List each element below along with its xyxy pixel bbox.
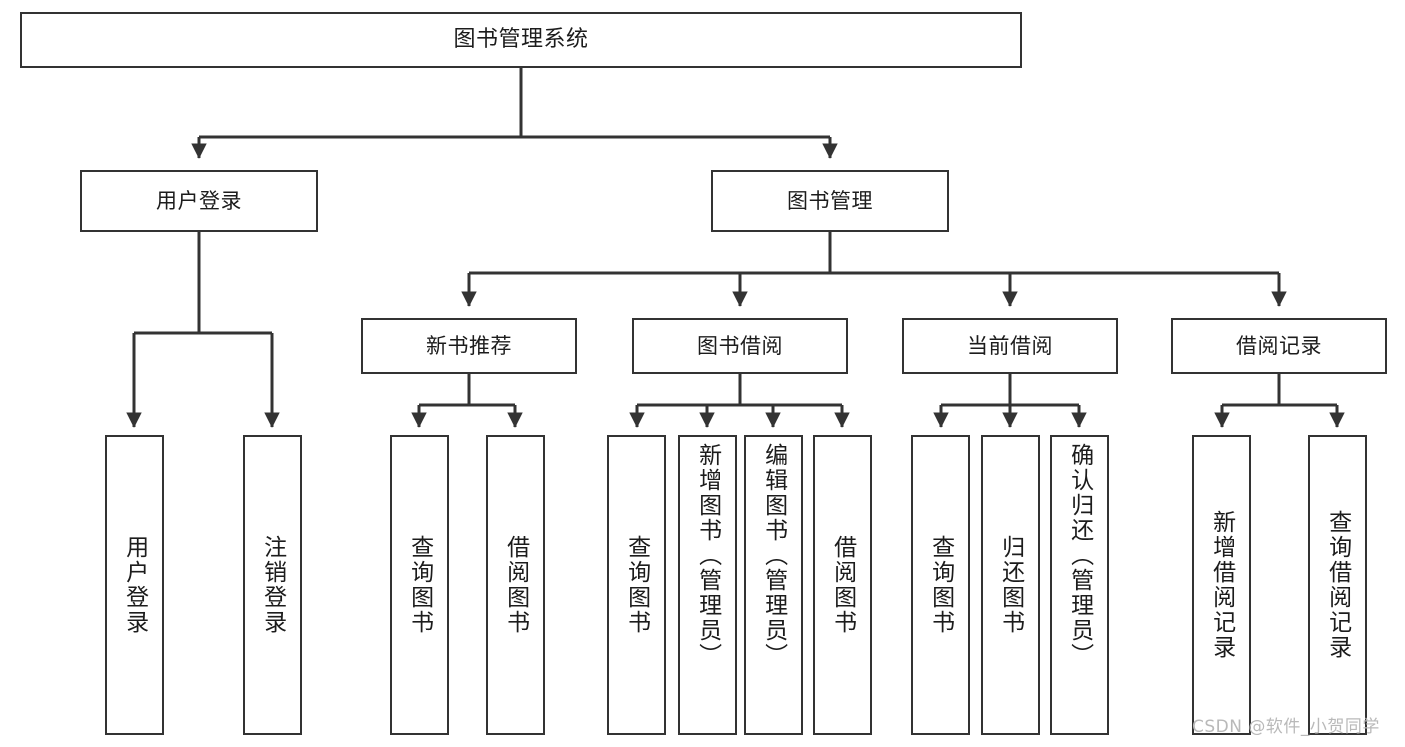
node-current-borrow[interactable]: 当前借阅	[902, 318, 1118, 374]
leaf-query-book-current[interactable]: 查询图书	[911, 435, 970, 735]
node-label: 归还图书	[997, 535, 1024, 635]
leaf-confirm-return-admin[interactable]: 确认归还（管理员）	[1050, 435, 1109, 735]
node-label: 借阅图书	[829, 535, 856, 635]
node-label: 借阅记录	[1236, 333, 1322, 358]
node-label: 查询图书	[927, 535, 954, 635]
leaf-edit-book-admin[interactable]: 编辑图书（管理员）	[744, 435, 803, 735]
leaf-add-book-admin[interactable]: 新增图书（管理员）	[678, 435, 737, 735]
leaf-query-book-new-recommendation[interactable]: 查询图书	[390, 435, 449, 735]
node-label: 图书管理	[787, 188, 873, 213]
leaf-borrow-book-borrow[interactable]: 借阅图书	[813, 435, 872, 735]
leaf-query-borrow-record[interactable]: 查询借阅记录	[1308, 435, 1367, 735]
leaf-borrow-book-new-recommendation[interactable]: 借阅图书	[486, 435, 545, 735]
leaf-query-book-borrow[interactable]: 查询图书	[607, 435, 666, 735]
node-label: 新书推荐	[426, 333, 512, 358]
node-borrow-record[interactable]: 借阅记录	[1171, 318, 1387, 374]
node-label: 图书管理系统	[453, 27, 589, 53]
node-book-management[interactable]: 图书管理	[711, 170, 949, 232]
node-label: 注销登录	[259, 535, 286, 635]
node-label: 用户登录	[121, 535, 148, 635]
node-label: 借阅图书	[502, 535, 529, 635]
node-label: 查询图书	[406, 535, 433, 635]
node-label: 新增图书（管理员）	[694, 443, 721, 668]
node-book-borrow[interactable]: 图书借阅	[632, 318, 848, 374]
node-label: 确认归还（管理员）	[1066, 443, 1093, 668]
node-label: 查询图书	[623, 535, 650, 635]
watermark-text: CSDN @软件_小贺同学	[1192, 717, 1380, 737]
node-label: 编辑图书（管理员）	[760, 443, 787, 668]
node-label: 查询借阅记录	[1324, 510, 1351, 660]
node-label: 用户登录	[156, 188, 242, 213]
node-root-book-management-system[interactable]: 图书管理系统	[20, 12, 1022, 68]
node-user-login[interactable]: 用户登录	[80, 170, 318, 232]
node-new-book-recommendation[interactable]: 新书推荐	[361, 318, 577, 374]
leaf-user-login[interactable]: 用户登录	[105, 435, 164, 735]
leaf-logout[interactable]: 注销登录	[243, 435, 302, 735]
node-label: 当前借阅	[967, 333, 1053, 358]
leaf-return-book[interactable]: 归还图书	[981, 435, 1040, 735]
node-label: 新增借阅记录	[1208, 510, 1235, 660]
leaf-add-borrow-record[interactable]: 新增借阅记录	[1192, 435, 1251, 735]
node-label: 图书借阅	[697, 333, 783, 358]
